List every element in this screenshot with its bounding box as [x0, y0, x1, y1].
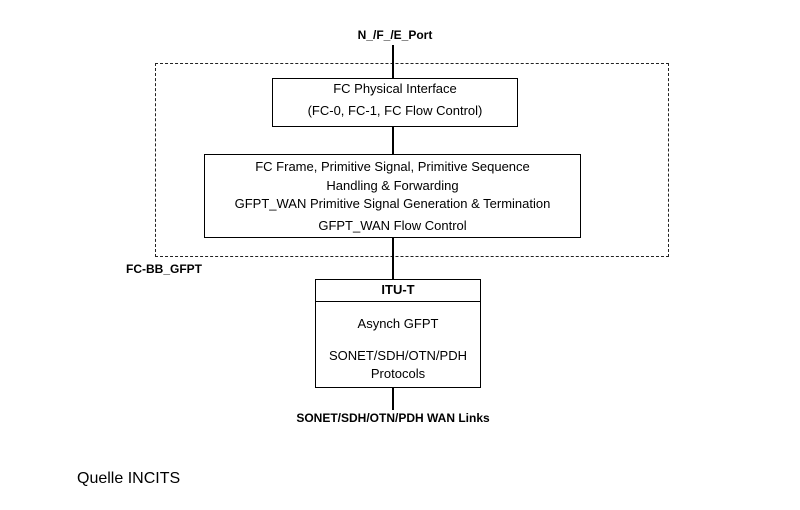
itut-header: ITU-T — [381, 282, 415, 297]
itut-box: ITU-T Asynch GFPT SONET/SDH/OTN/PDH Prot… — [315, 279, 481, 388]
frame-line1: FC Frame, Primitive Signal, Primitive Se… — [255, 159, 530, 174]
itut-header-divider — [316, 301, 480, 302]
group-label: FC-BB_GFPT — [126, 262, 202, 276]
frame-line3: GFPT_WAN Primitive Signal Generation & T… — [234, 196, 551, 211]
connector-frame-to-itut — [392, 238, 394, 279]
itut-line2: SONET/SDH/OTN/PDH — [329, 348, 467, 363]
source-caption: Quelle INCITS — [77, 470, 181, 487]
physical-line2: (FC-0, FC-1, FC Flow Control) — [307, 103, 483, 118]
frame-line2: Handling & Forwarding — [326, 178, 459, 193]
fc-bb-gfpt-boundary — [155, 63, 669, 257]
connector-top-to-physical — [392, 45, 394, 78]
frame-line4: GFPT_WAN Flow Control — [318, 218, 467, 233]
bottom-wan-label: SONET/SDH/OTN/PDH WAN Links — [296, 411, 490, 425]
connector-itut-to-bottom — [392, 388, 394, 410]
top-port-label: N_/F_/E_Port — [357, 28, 433, 42]
itut-line1: Asynch GFPT — [357, 316, 439, 331]
fc-frame-handling-box: FC Frame, Primitive Signal, Primitive Se… — [204, 154, 581, 238]
itut-line3: Protocols — [370, 366, 426, 381]
physical-line1: FC Physical Interface — [333, 81, 457, 96]
fc-physical-interface-box: FC Physical Interface (FC-0, FC-1, FC Fl… — [272, 78, 518, 127]
connector-physical-to-frame — [392, 127, 394, 154]
